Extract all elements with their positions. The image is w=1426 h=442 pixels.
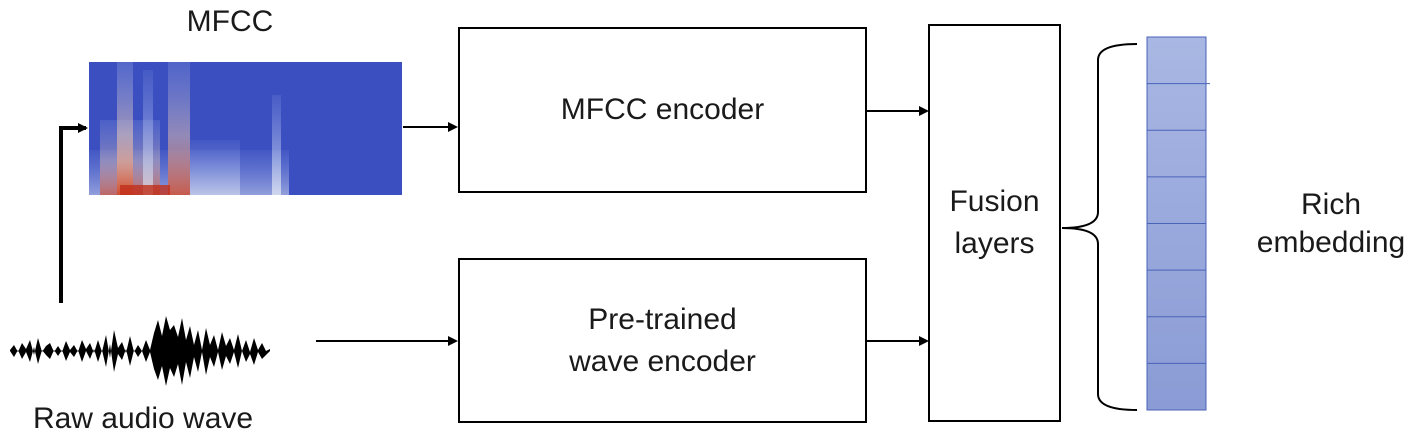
fusion-line-1: Fusion	[949, 185, 1040, 218]
wave-encoder-line-2: wave encoder	[569, 344, 756, 378]
fusion-layers-box: Fusion layers	[928, 24, 1061, 422]
audio-waveform	[10, 316, 270, 386]
mfcc-encoder-box: MFCC encoder	[458, 27, 867, 193]
raw-audio-label: Raw audio wave	[32, 402, 254, 435]
rich-embedding-line-2: embedding	[1256, 225, 1406, 259]
mfcc-encoder-label: MFCC encoder	[560, 93, 765, 126]
arrow-wave-to-mfcc	[59, 123, 88, 303]
mfcc-spectrogram	[89, 62, 402, 195]
wave-encoder-label: Pre-trained wave encoder	[569, 299, 756, 383]
rich-embedding-label: Rich embedding	[1236, 186, 1426, 261]
mfcc-title: MFCC	[186, 5, 274, 38]
embedding-brace	[1061, 43, 1138, 411]
wave-encoder-box: Pre-trained wave encoder	[458, 258, 867, 423]
connector-arrows	[59, 106, 929, 346]
wave-encoder-line-1: Pre-trained	[588, 302, 737, 336]
fusion-layers-label: Fusion layers	[949, 181, 1039, 265]
embedding-vector	[1146, 36, 1210, 411]
fusion-line-2: layers	[954, 227, 1035, 260]
rich-embedding-line-1: Rich	[1300, 188, 1361, 221]
